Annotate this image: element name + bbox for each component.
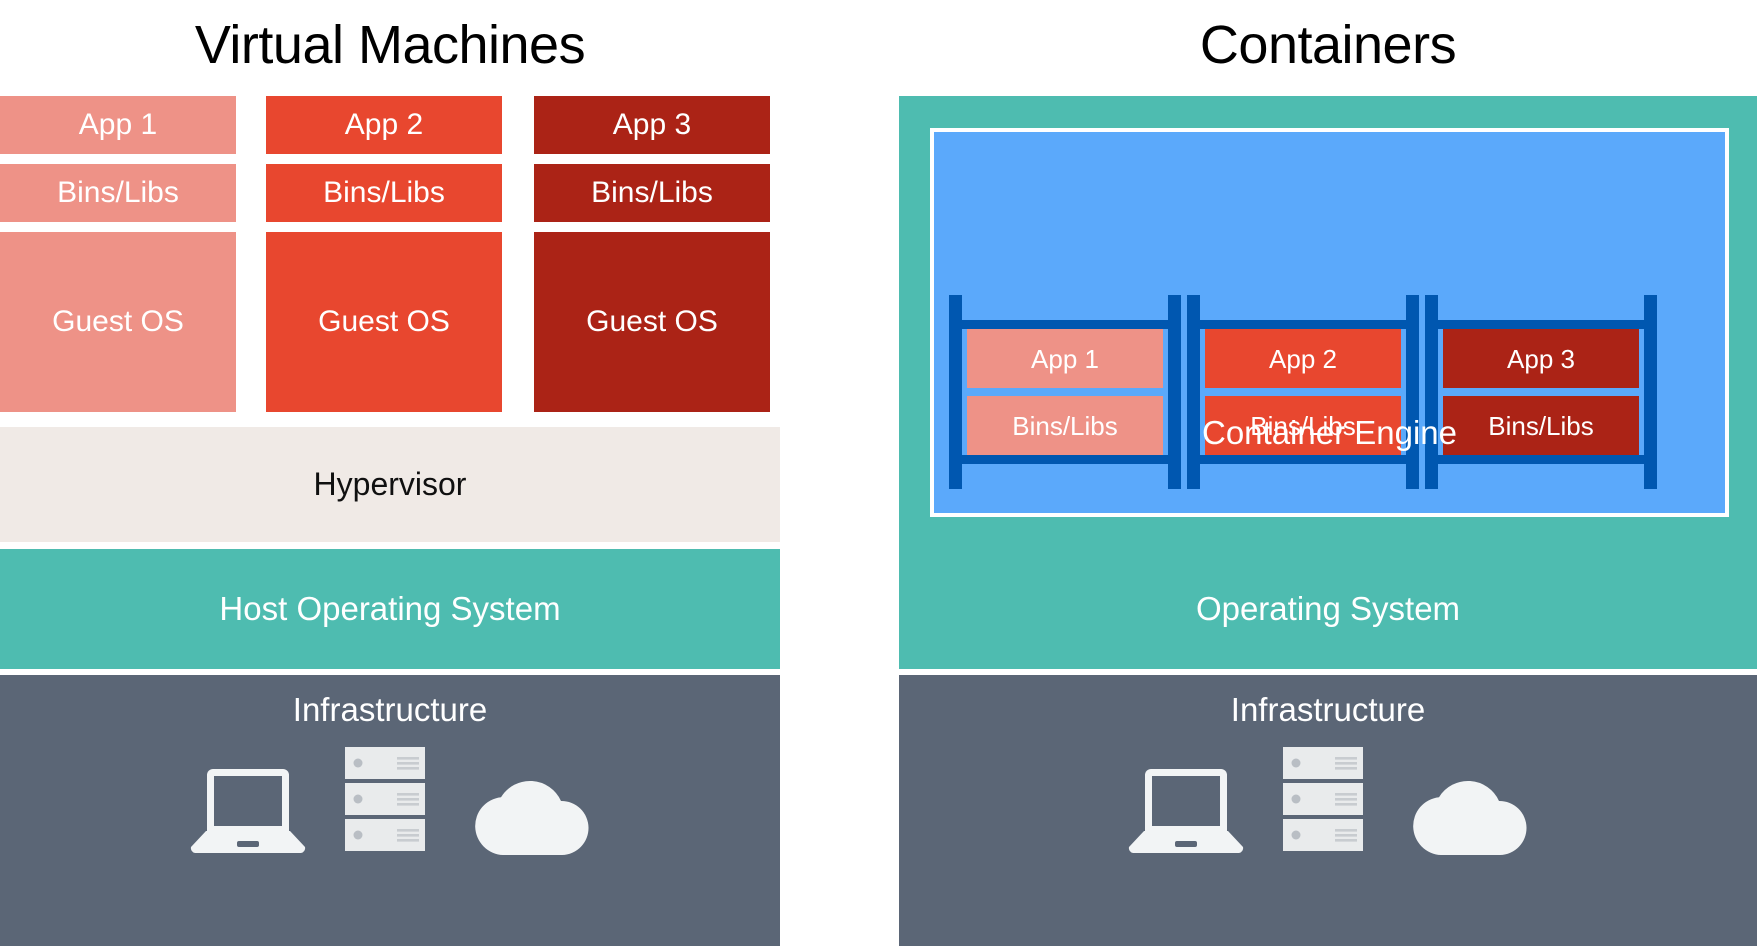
container-rack-3: App 3 Bins/Libs	[1425, 295, 1657, 489]
server-icon	[345, 747, 425, 860]
cloud-icon	[463, 777, 591, 860]
rack-post-right-2	[1406, 295, 1419, 489]
containers-infrastructure-layer: Infrastructure	[899, 675, 1757, 946]
rack-post-left-3	[1425, 295, 1438, 489]
rack-post-right-3	[1644, 295, 1657, 489]
vm-app-box-3: App 3	[534, 96, 770, 154]
vm-app-box-1: App 1	[0, 96, 236, 154]
vm-infrastructure-icons	[0, 747, 780, 860]
container-engine-layer: App 1 Bins/Libs App 2 Bins/Libs App 3 Bi…	[930, 128, 1729, 517]
container-app-box-3: App 3	[1443, 329, 1639, 388]
hypervisor-layer: Hypervisor	[0, 427, 780, 542]
container-rack-2: App 2 Bins/Libs	[1187, 295, 1419, 489]
laptop-icon	[189, 769, 307, 860]
containers-operating-system-label: Operating System	[1195, 590, 1461, 627]
laptop-icon	[1127, 769, 1245, 860]
containers-infrastructure-label: Infrastructure	[1230, 691, 1426, 728]
vm-guestos-box-3: Guest OS	[534, 232, 770, 412]
vm-binslibs-box-1: Bins/Libs	[0, 164, 236, 222]
rack-contents-3: App 3 Bins/Libs	[1443, 329, 1639, 455]
containers-panel-title: Containers	[1199, 15, 1457, 75]
container-binslibs-box-3: Bins/Libs	[1443, 396, 1639, 455]
rack-post-left-2	[1187, 295, 1200, 489]
container-binslibs-box-1: Bins/Libs	[967, 396, 1163, 455]
vm-infrastructure-label: Infrastructure	[292, 691, 488, 728]
rack-shelf-bottom-3	[1431, 455, 1651, 464]
rack-post-left-1	[949, 295, 962, 489]
rack-shelf-top-3	[1431, 320, 1651, 329]
vm-infrastructure-layer: Infrastructure	[0, 675, 780, 946]
vm-app-box-2: App 2	[266, 96, 502, 154]
container-engine-label: Container Engine	[1201, 414, 1457, 451]
host-operating-system-layer: Host Operating System	[0, 549, 780, 669]
vm-binslibs-box-2: Bins/Libs	[266, 164, 502, 222]
rack-post-right-1	[1168, 295, 1181, 489]
rack-contents-1: App 1 Bins/Libs	[967, 329, 1163, 455]
vm-guestos-box-2: Guest OS	[266, 232, 502, 412]
server-icon	[1283, 747, 1363, 860]
containers-infrastructure-icons	[899, 747, 1757, 860]
vm-guestos-box-1: Guest OS	[0, 232, 236, 412]
container-binslibs-box-2: Bins/Libs	[1205, 396, 1401, 455]
vm-panel-title: Virtual Machines	[194, 15, 586, 75]
rack-contents-2: App 2 Bins/Libs	[1205, 329, 1401, 455]
rack-shelf-bottom-1	[955, 455, 1175, 464]
rack-shelf-top-2	[1193, 320, 1413, 329]
rack-shelf-top-1	[955, 320, 1175, 329]
container-app-box-2: App 2	[1205, 329, 1401, 388]
virtual-machines-panel: Virtual Machines App 1 Bins/Libs Guest O…	[0, 0, 780, 946]
container-rack-1: App 1 Bins/Libs	[949, 295, 1181, 489]
container-app-box-1: App 1	[967, 329, 1163, 388]
vm-binslibs-box-3: Bins/Libs	[534, 164, 770, 222]
cloud-icon	[1401, 777, 1529, 860]
rack-shelf-bottom-2	[1193, 455, 1413, 464]
